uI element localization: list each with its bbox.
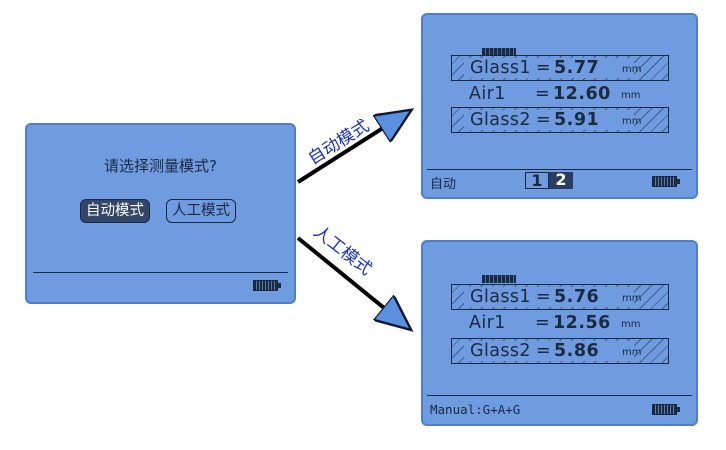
row-unit: mm [621,90,641,101]
arrow-to-manual [296,236,405,325]
row-value: 5.86 [554,341,600,361]
row-unit: mm [622,116,642,127]
auto-mode-button[interactable]: 自动模式 [80,199,150,223]
row-value: 12.60 [553,84,611,104]
status-divider [33,272,288,273]
status-divider [427,169,692,170]
page-indicator-2[interactable]: 2 [549,172,573,189]
mode-select-screen: 请选择测量模式? 自动模式 人工模式 [25,123,296,304]
auto-result-screen: Glass1 = 5.77 mm Air1 = 12.60 mm Glass2 … [421,13,698,199]
result-row-air1: Air1 = 12.60 mm [451,82,669,108]
row-equals: = [536,341,551,361]
result-row-glass1: Glass1 = 5.76 mm [451,284,669,310]
page-indicator-1[interactable]: 1 [525,172,549,189]
arrow-to-auto [296,114,405,184]
row-value: 12.56 [553,313,611,333]
row-label: Air1 [469,84,506,104]
manual-mode-button[interactable]: 人工模式 [166,199,236,223]
battery-icon [652,176,682,187]
row-unit: mm [622,347,642,358]
row-unit: mm [622,293,642,304]
row-equals: = [536,287,551,307]
status-text: Manual:G+A+G [430,402,521,417]
row-equals: = [535,313,550,333]
row-unit: mm [622,64,642,75]
mode-prompt: 请选择测量模式? [104,157,217,175]
row-unit: mm [621,319,641,330]
row-value: 5.77 [554,58,600,78]
row-label: Glass2 [470,341,531,361]
signal-icon [482,48,516,56]
manual-result-screen: Glass1 = 5.76 mm Air1 = 12.56 mm Glass2 … [421,240,698,426]
row-label: Glass2 [470,110,531,130]
row-label: Air1 [469,313,506,333]
status-divider [427,395,692,396]
row-equals: = [536,58,551,78]
result-row-glass1: Glass1 = 5.77 mm [451,55,669,81]
row-label: Glass1 [470,58,531,78]
row-equals: = [536,110,551,130]
battery-icon [652,404,682,415]
battery-icon [253,280,283,291]
row-value: 5.91 [554,110,600,130]
row-value: 5.76 [554,287,600,307]
status-text: 自动 [430,177,457,192]
result-row-glass2: Glass2 = 5.91 mm [451,107,669,133]
signal-icon [482,275,516,283]
result-row-air1: Air1 = 12.56 mm [451,311,669,337]
result-row-glass2: Glass2 = 5.86 mm [451,338,669,364]
row-label: Glass1 [470,287,531,307]
row-equals: = [535,84,550,104]
